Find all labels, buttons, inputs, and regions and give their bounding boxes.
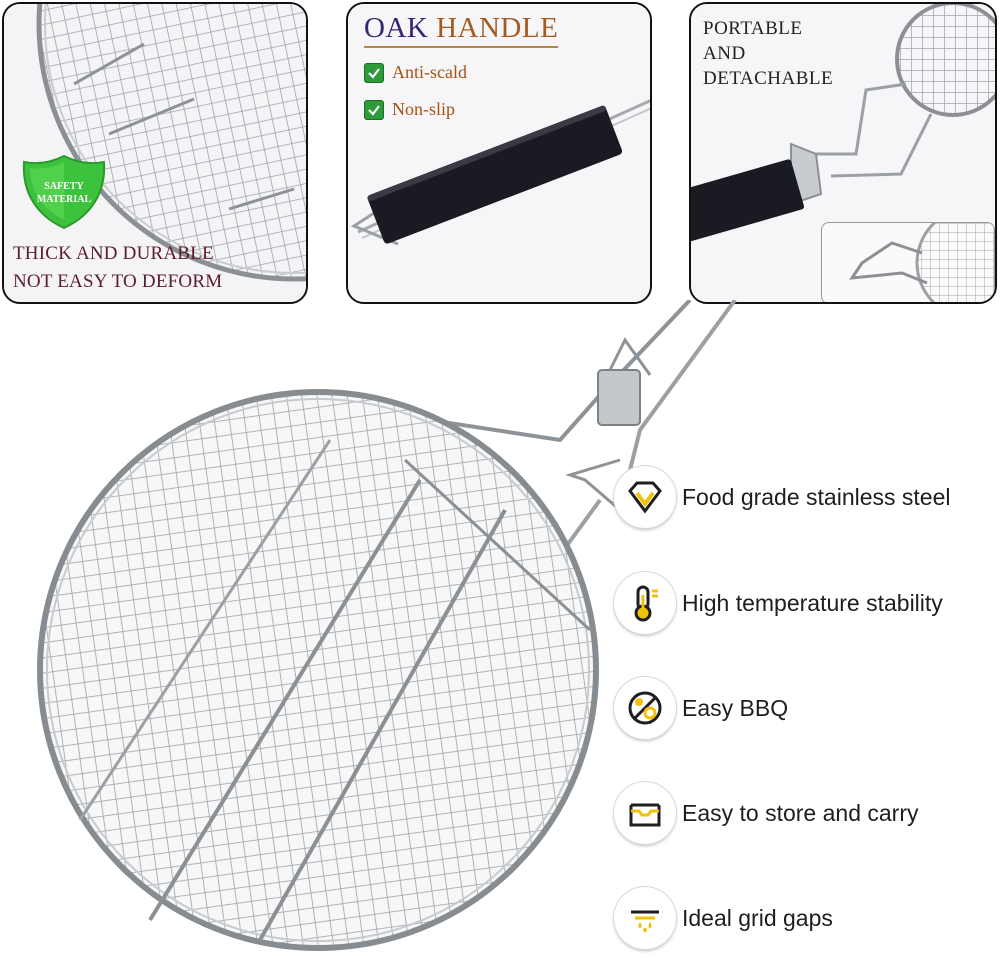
diamond-icon (614, 466, 676, 528)
safety-badge-text: SAFETY MATERIAL (36, 181, 92, 205)
anti-scald-label: Anti-scald (392, 62, 467, 82)
feature-easy-bbq: Easy BBQ (614, 677, 788, 739)
safety-shield-icon (22, 154, 106, 230)
handle-title: OAK HANDLE (364, 12, 559, 48)
check-icon (364, 62, 384, 83)
feature-grid-gaps: Ideal grid gaps (614, 887, 833, 949)
portable-title: PORTABLE AND DETACHABLE (703, 18, 834, 89)
feature-food-grade: Food grade stainless steel (614, 466, 951, 528)
feature-label: High temperature stability (682, 589, 943, 616)
handle-detail-inset (821, 222, 995, 302)
feature-label: Food grade stainless steel (682, 483, 951, 510)
grid-gap-icon (614, 887, 676, 949)
feature-label: Ideal grid gaps (682, 904, 833, 931)
durable-panel: SAFETY MATERIAL THICK AND DURABLE NOT EA… (2, 2, 308, 304)
handle-image (348, 4, 650, 302)
check-icon (364, 99, 384, 120)
durable-caption: THICK AND DURABLE NOT EASY TO DEFORM (13, 243, 223, 292)
storage-box-icon (614, 782, 676, 844)
anti-scald-row: Anti-scald (364, 62, 467, 83)
non-slip-label: Non-slip (392, 99, 455, 119)
thermometer-icon (614, 572, 676, 634)
grill-mesh-closeup (4, 4, 306, 302)
non-slip-row: Non-slip (364, 99, 455, 120)
feature-label: Easy BBQ (682, 694, 789, 721)
bbq-food-icon (614, 677, 676, 739)
round-grill-basket-image (37, 300, 737, 951)
feature-temperature: High temperature stability (614, 572, 943, 634)
portable-panel: PORTABLE AND DETACHABLE (689, 2, 997, 304)
feature-store-carry: Easy to store and carry (614, 782, 919, 844)
handle-panel: OAK HANDLE Anti-scald Non-slip (346, 2, 652, 304)
feature-label: Easy to store and carry (682, 799, 919, 826)
